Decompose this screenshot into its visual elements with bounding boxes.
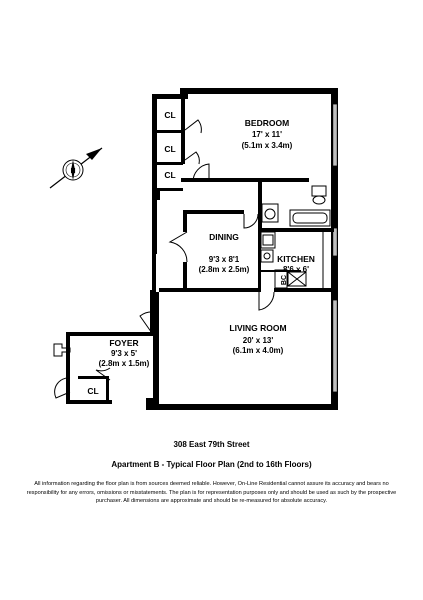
foyer-name: FOYER	[109, 338, 138, 348]
closet-label-foyer: CL	[87, 386, 98, 396]
foyer-dim-m: (2.8m x 1.5m)	[99, 359, 150, 368]
bedroom-dim-ft: 17' x 11'	[252, 130, 282, 139]
interior-walls	[78, 130, 334, 402]
living-room-dim-m: (6.1m x 4.0m)	[233, 346, 284, 355]
living-room-name: LIVING ROOM	[229, 323, 286, 333]
broom-closet-label: BC	[281, 275, 288, 285]
compass-label: N	[70, 168, 75, 175]
foyer-dim-ft: 9'3 x 5'	[111, 349, 137, 358]
dining-name: DINING	[209, 232, 239, 242]
dining-label: DINING 9'3 x 8'1 (2.8m x 2.5m)	[199, 232, 250, 274]
kitchen-label: KITCHEN 8'6 x 6'	[277, 254, 315, 274]
windows	[332, 103, 338, 393]
compass-icon: N	[49, 147, 103, 189]
living-room-dim-ft: 20' x 13'	[243, 336, 274, 345]
disclaimer-text: All information regarding the floor plan…	[26, 481, 397, 505]
door-swings	[54, 119, 275, 399]
entry-arrow-icon	[53, 343, 71, 357]
dining-dim-m: (2.8m x 2.5m)	[199, 265, 250, 274]
bathroom-fixtures	[261, 185, 331, 227]
bedroom-label: BEDROOM 17' x 11' (5.1m x 3.4m)	[242, 118, 293, 150]
closet-label-3: CL	[164, 170, 175, 180]
closet-label-1: CL	[164, 110, 175, 120]
dining-dim-ft: 9'3 x 8'1	[209, 255, 240, 264]
kitchen-fixtures	[260, 231, 324, 289]
bedroom-name: BEDROOM	[245, 118, 289, 128]
building-address: 308 East 79th Street	[173, 440, 250, 449]
bedroom-dim-m: (5.1m x 3.4m)	[242, 141, 293, 150]
kitchen-name: KITCHEN	[277, 254, 315, 264]
foyer-label: FOYER 9'3 x 5' (2.8m x 1.5m)	[99, 338, 150, 368]
closet-label-2: CL	[164, 144, 175, 154]
plan-title: Apartment B - Typical Floor Plan (2nd to…	[111, 460, 312, 469]
kitchen-dim-ft: 8'6 x 6'	[283, 265, 309, 274]
living-room-label: LIVING ROOM 20' x 13' (6.1m x 4.0m)	[229, 323, 286, 355]
